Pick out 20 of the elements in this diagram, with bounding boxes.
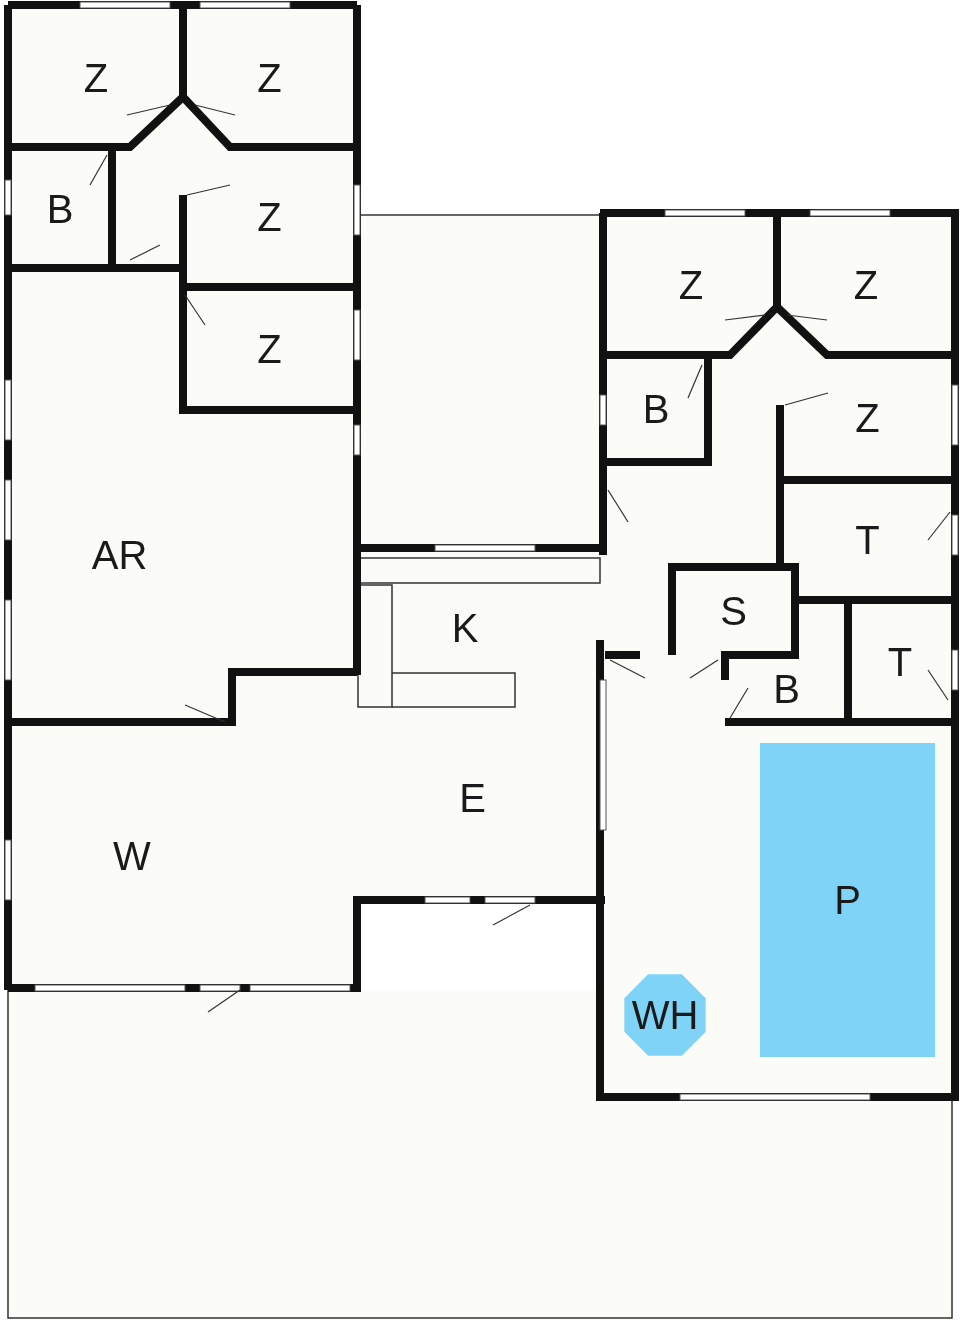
room-label: P	[834, 880, 861, 920]
room-label: T	[887, 642, 913, 682]
room-label: WH	[631, 995, 699, 1035]
room-label: T	[855, 520, 880, 560]
room-label: Z	[678, 264, 704, 305]
room-label: W	[113, 835, 151, 876]
room-label: E	[459, 777, 486, 818]
room-label: B	[773, 669, 800, 709]
room-label: K	[451, 608, 479, 648]
room-label: B	[46, 188, 74, 229]
room-label: Z	[83, 57, 109, 98]
room-label: AR	[91, 535, 148, 575]
room-label: Z	[257, 328, 282, 369]
room-label: Z	[257, 197, 282, 237]
room-label: Z	[855, 398, 880, 438]
pool	[760, 743, 935, 1057]
room-label: B	[642, 389, 670, 429]
room-label: Z	[853, 264, 879, 305]
room-label: S	[720, 591, 747, 631]
room-label: Z	[257, 57, 282, 98]
